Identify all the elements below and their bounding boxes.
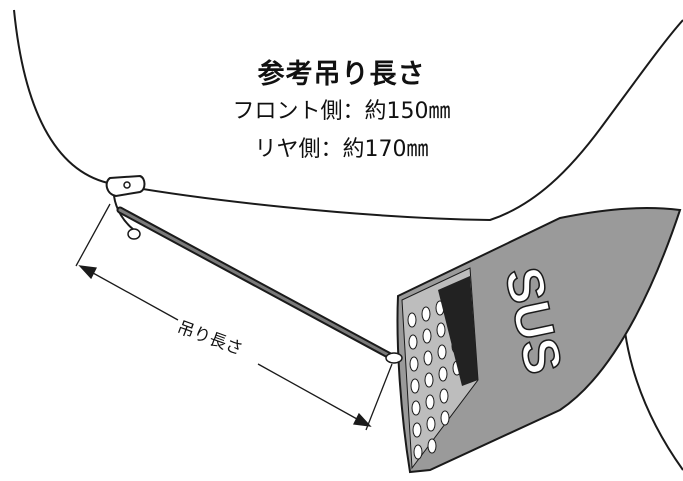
rear-length-text: リヤ側：約170㎜: [254, 137, 429, 162]
dimension-line: [75, 203, 393, 431]
upper-bracket: [105, 174, 146, 240]
fender-outline: [13, 9, 683, 222]
diagram-title: 参考吊り長さ: [257, 59, 426, 90]
mud-flap: [396, 207, 682, 474]
stay-rod: [116, 206, 403, 364]
front-length-text: フロント側：約150㎜: [232, 99, 451, 124]
